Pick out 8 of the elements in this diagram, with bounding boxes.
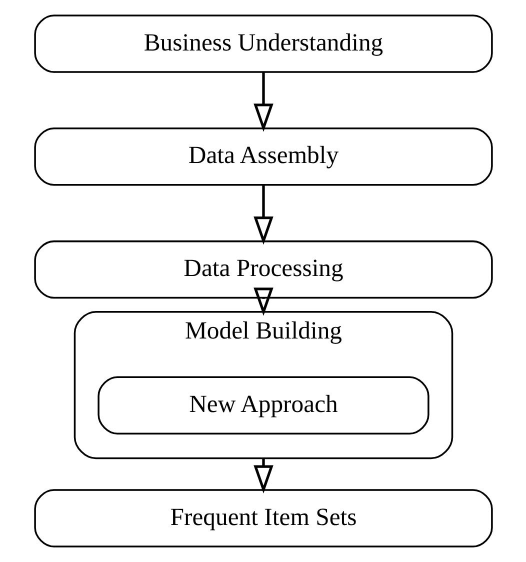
- node-box: Business Understanding: [34, 14, 492, 73]
- arrow: [253, 288, 273, 316]
- arrow: [253, 184, 273, 245]
- arrow: [253, 458, 273, 494]
- node-box: Data Assembly: [34, 128, 492, 186]
- node-box: Frequent Item Sets: [34, 489, 492, 548]
- arrow: [253, 72, 273, 132]
- node-box: New Approach: [97, 376, 429, 434]
